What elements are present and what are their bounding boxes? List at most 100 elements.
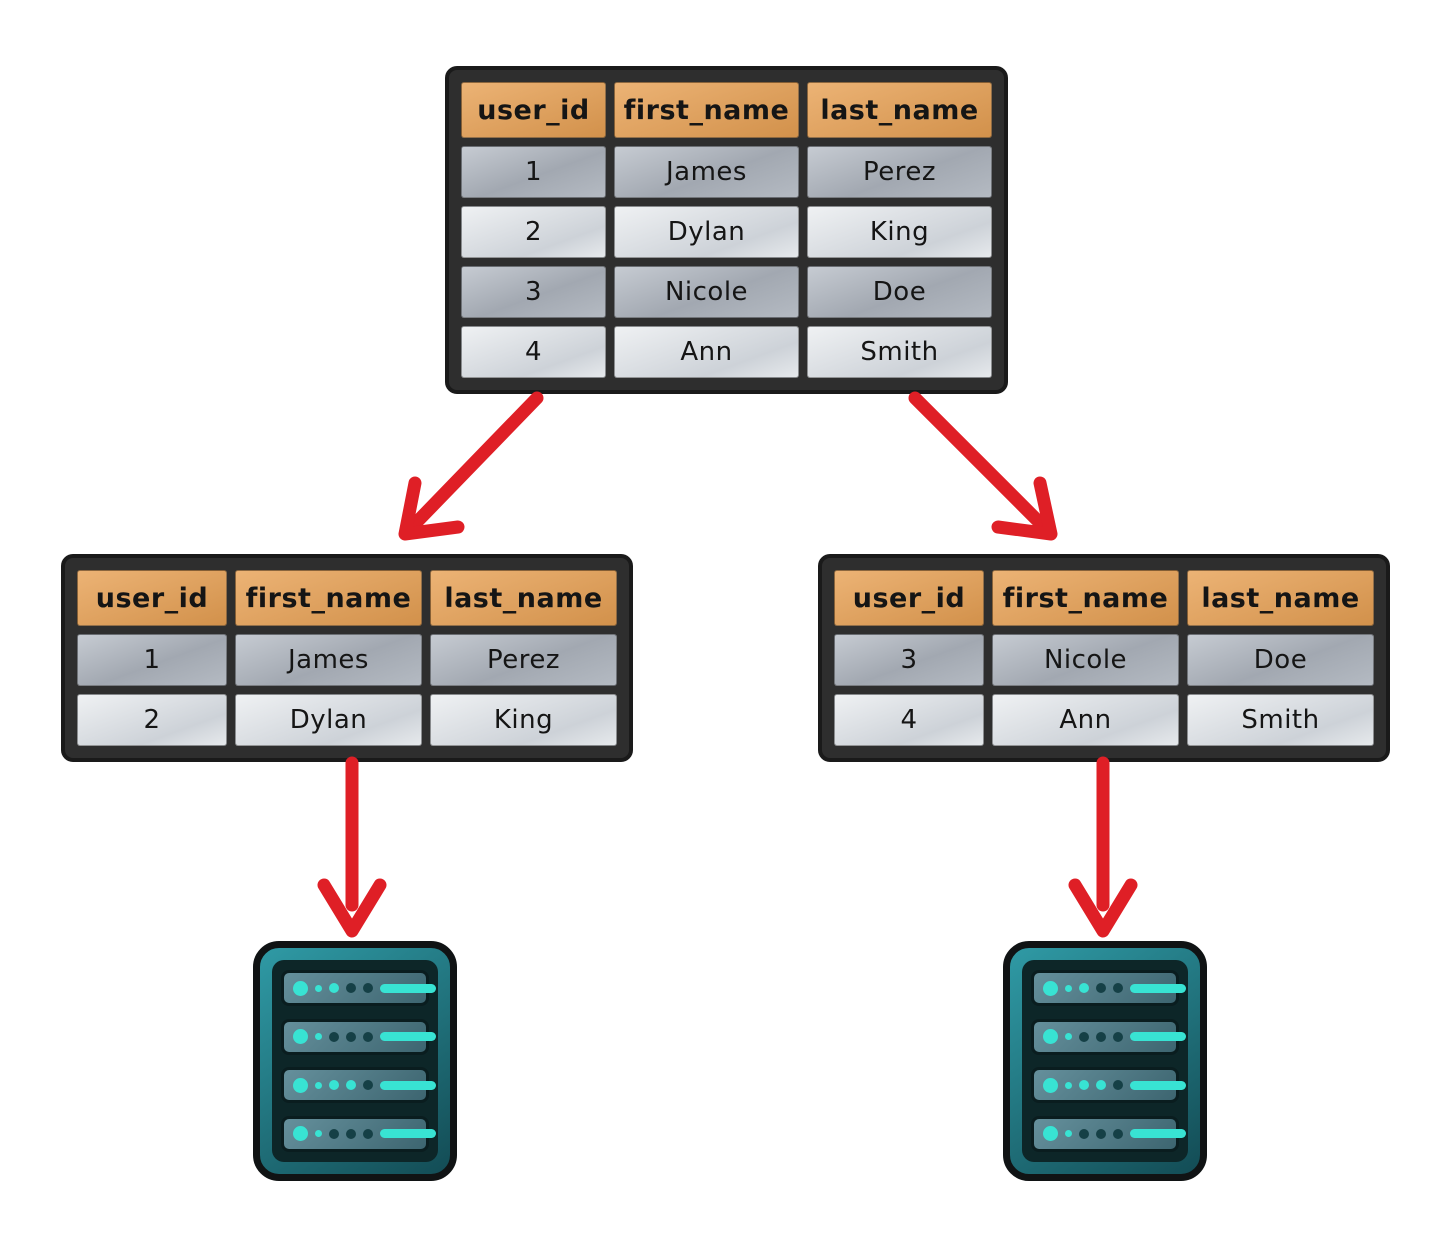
table-cell: Doe — [807, 266, 992, 318]
status-led-icon — [1096, 983, 1106, 993]
table-cell: Ann — [614, 326, 799, 378]
table-cell: Smith — [807, 326, 992, 378]
server-unit — [1031, 1018, 1186, 1055]
status-led-icon — [315, 1033, 322, 1041]
column-header: first_name — [235, 570, 422, 626]
status-led-icon — [329, 1031, 339, 1042]
vent-bar-icon — [380, 1032, 436, 1042]
table-cell: 2 — [461, 206, 606, 258]
server-rack-icon — [253, 941, 457, 1181]
status-led-icon — [329, 1128, 339, 1139]
status-led-icon — [329, 983, 339, 993]
status-led-icon — [1079, 1031, 1089, 1042]
server-unit — [281, 1115, 436, 1152]
server-rack-icon — [1003, 941, 1207, 1181]
column-header: first_name — [614, 82, 799, 138]
arrow-down-left-icon — [398, 391, 544, 541]
column-header: user_id — [77, 570, 227, 626]
status-led-icon — [1065, 984, 1072, 992]
status-led-icon — [315, 984, 322, 992]
status-led-icon — [1113, 983, 1123, 993]
table-cell: King — [807, 206, 992, 258]
status-led-icon — [346, 1080, 356, 1091]
vent-bar-icon — [380, 1129, 436, 1139]
server-unit — [1031, 1067, 1186, 1104]
power-led-icon — [293, 1077, 308, 1093]
column-header: last_name — [430, 570, 617, 626]
arrow-down-right-icon — [908, 391, 1058, 541]
status-led-icon — [1065, 1033, 1072, 1041]
vent-bar-icon — [1130, 983, 1186, 993]
table-cell: James — [614, 146, 799, 198]
vent-bar-icon — [1130, 1129, 1186, 1139]
status-led-icon — [1113, 1031, 1123, 1042]
power-led-icon — [293, 980, 308, 996]
status-led-icon — [363, 1080, 373, 1091]
arrow-down-icon — [317, 756, 387, 938]
table-cell: Dylan — [614, 206, 799, 258]
table-cell: Dylan — [235, 694, 422, 746]
server-panel — [272, 960, 438, 1162]
server-unit — [281, 1018, 436, 1055]
vent-bar-icon — [1130, 1080, 1186, 1090]
column-header: user_id — [461, 82, 606, 138]
power-led-icon — [293, 1029, 308, 1045]
status-led-icon — [315, 1081, 322, 1089]
table-cell: 2 — [77, 694, 227, 746]
table-cell: Perez — [430, 634, 617, 686]
status-led-icon — [346, 983, 356, 993]
status-led-icon — [1113, 1080, 1123, 1091]
status-led-icon — [1079, 1080, 1089, 1091]
power-led-icon — [1043, 980, 1058, 996]
server-unit — [281, 970, 436, 1006]
table-cell: 1 — [77, 634, 227, 686]
vent-bar-icon — [380, 1080, 436, 1090]
status-led-icon — [363, 983, 373, 993]
table-cell: Smith — [1187, 694, 1374, 746]
server-unit — [1031, 1115, 1186, 1152]
power-led-icon — [1043, 1126, 1058, 1142]
table-cell: 3 — [834, 634, 984, 686]
table-cell: 1 — [461, 146, 606, 198]
server-unit — [1031, 970, 1186, 1006]
arrow-down-icon — [1068, 756, 1138, 938]
column-header: user_id — [834, 570, 984, 626]
table-cell: 4 — [834, 694, 984, 746]
server-unit — [281, 1067, 436, 1104]
vent-bar-icon — [1130, 1032, 1186, 1042]
table-cell: Nicole — [992, 634, 1179, 686]
table-cell: James — [235, 634, 422, 686]
table-cell: King — [430, 694, 617, 746]
status-led-icon — [1079, 1128, 1089, 1139]
table-cell: Nicole — [614, 266, 799, 318]
status-led-icon — [1113, 1128, 1123, 1139]
status-led-icon — [346, 1031, 356, 1042]
status-led-icon — [1065, 1130, 1072, 1138]
column-header: last_name — [1187, 570, 1374, 626]
server-panel — [1022, 960, 1188, 1162]
table-cell: Doe — [1187, 634, 1374, 686]
vent-bar-icon — [380, 983, 436, 993]
status-led-icon — [329, 1080, 339, 1091]
column-header: last_name — [807, 82, 992, 138]
status-led-icon — [346, 1128, 356, 1139]
status-led-icon — [363, 1031, 373, 1042]
table-cell: Ann — [992, 694, 1179, 746]
status-led-icon — [1096, 1031, 1106, 1042]
power-led-icon — [1043, 1029, 1058, 1045]
status-led-icon — [1096, 1128, 1106, 1139]
status-led-icon — [1096, 1080, 1106, 1091]
power-led-icon — [293, 1126, 308, 1142]
status-led-icon — [1079, 983, 1089, 993]
table-cell: 3 — [461, 266, 606, 318]
table-cell: 4 — [461, 326, 606, 378]
status-led-icon — [1065, 1081, 1072, 1089]
table-cell: Perez — [807, 146, 992, 198]
power-led-icon — [1043, 1077, 1058, 1093]
status-led-icon — [315, 1130, 322, 1138]
status-led-icon — [363, 1128, 373, 1139]
